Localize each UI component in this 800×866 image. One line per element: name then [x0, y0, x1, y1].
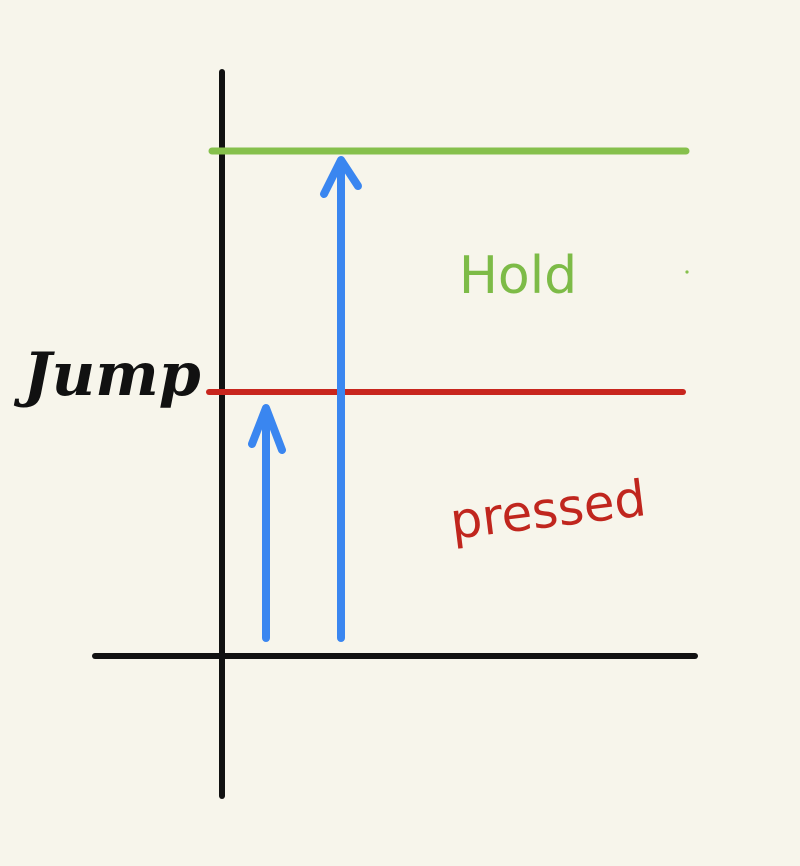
hold-label: Hold [459, 246, 577, 306]
pressed-arrow [248, 404, 286, 642]
hold-arrow [320, 156, 362, 642]
pressed-label: pressed [447, 469, 649, 551]
stray-dot [685, 270, 689, 274]
axis-label-jump: Jump [13, 340, 200, 410]
